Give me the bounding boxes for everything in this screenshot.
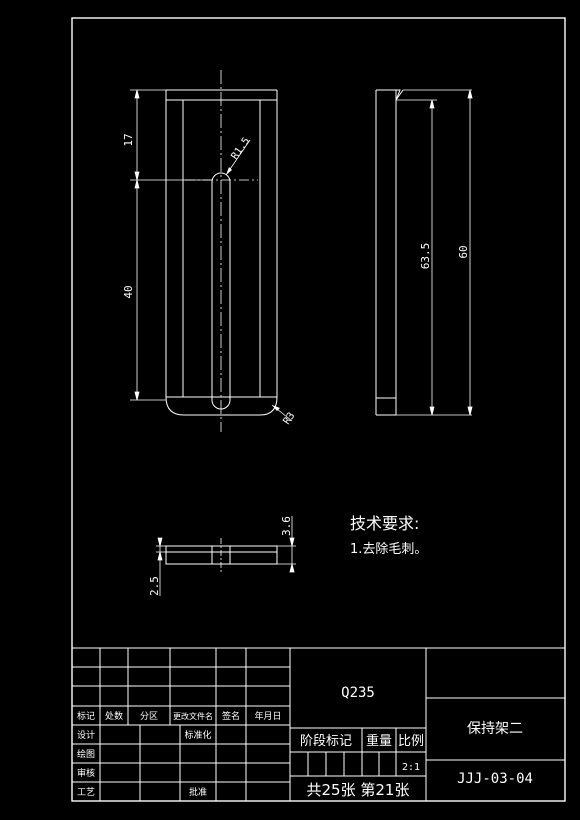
r15-arrow [226, 167, 232, 175]
drawing-border [71, 17, 566, 802]
rev-header-date: 年月日 [254, 710, 281, 722]
scale-label: 比例 [398, 734, 424, 749]
requirements-title: 技术要求: [350, 514, 419, 533]
role-process: 工艺 [77, 787, 95, 798]
rev-header-zone: 分区 [140, 711, 158, 722]
part-name: 保持架二 [467, 721, 523, 737]
title-block [72, 647, 565, 801]
dim-3-6: 3.6 [280, 516, 293, 536]
dim-chain-left [130, 89, 212, 401]
role-check: 审核 [77, 767, 95, 779]
role-approve: 批准 [189, 786, 207, 798]
role-design: 设计 [77, 729, 95, 741]
role-draw: 绘图 [77, 748, 95, 760]
top-view [165, 545, 278, 565]
role-standardize: 标准化 [184, 729, 211, 741]
rev-header-count: 处数 [105, 710, 123, 722]
material: Q235 [341, 685, 375, 701]
requirements-item-1: 1.去除毛刺。 [350, 542, 427, 557]
dim-63-5: 63.5 [419, 243, 432, 270]
drawing-number: JJJ-03-04 [457, 771, 533, 787]
dim-side [396, 89, 473, 416]
scale-value: 2:1 [402, 762, 420, 773]
dim-top [156, 516, 296, 596]
rev-header-file: 更改文件名 [173, 711, 213, 721]
r3-arrow [272, 405, 280, 411]
dim-40: 40 [122, 285, 135, 298]
dim-60: 60 [457, 245, 470, 258]
rev-header-mark: 标记 [77, 710, 95, 722]
dim-17: 17 [122, 133, 135, 146]
sheet-count: 共25张 第21张 [307, 781, 410, 799]
stage-mark-label: 阶段标记 [300, 734, 352, 749]
front-view [165, 89, 278, 416]
dim-r3: R3 [281, 411, 297, 427]
weight-label: 重量 [366, 733, 392, 749]
side-view [375, 89, 404, 416]
dim-r15: R1.5 [229, 136, 252, 162]
rev-header-sign: 签名 [222, 710, 240, 722]
dim-2-5: 2.5 [148, 576, 161, 596]
